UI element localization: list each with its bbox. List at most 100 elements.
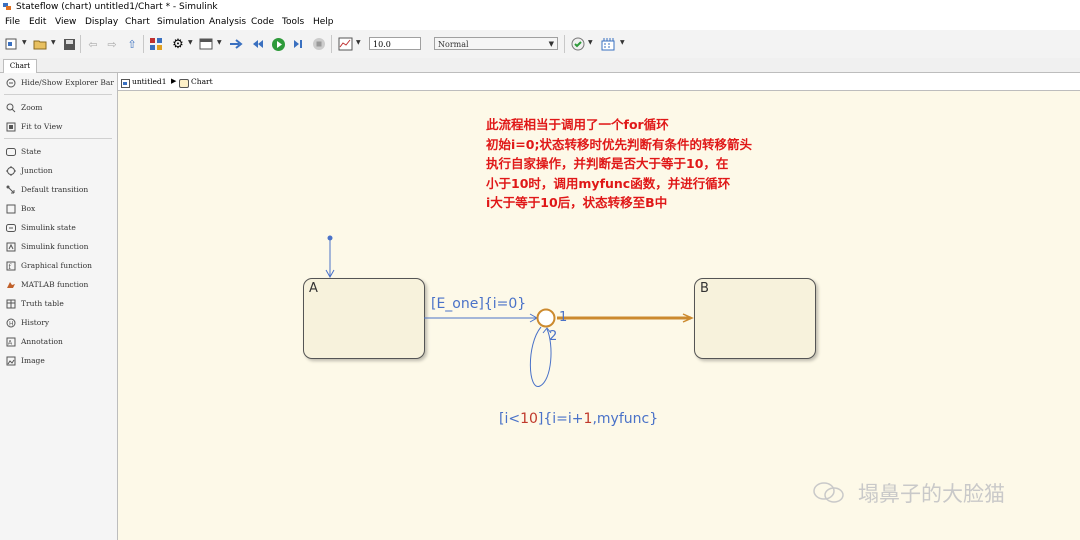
model-advisor-icon[interactable] bbox=[570, 36, 586, 52]
zoom-icon bbox=[6, 103, 16, 113]
watermark: 塌鼻子的大脸猫 bbox=[858, 482, 1005, 506]
data-inspector-icon[interactable] bbox=[337, 36, 353, 52]
model-icon bbox=[121, 77, 130, 94]
palette-item-default-transition[interactable]: Default transition bbox=[6, 183, 88, 197]
stop-icon[interactable] bbox=[311, 36, 327, 52]
chevron-down-icon[interactable]: ▼ bbox=[188, 39, 193, 46]
palette-item-simulink-state[interactable]: Simulink state bbox=[6, 221, 76, 235]
tab-strip: Chart bbox=[0, 58, 1080, 73]
breadcrumb-chart[interactable]: Chart bbox=[191, 77, 213, 86]
fit-to-view-button[interactable]: Fit to View bbox=[6, 120, 62, 134]
palette-item-label: Default transition bbox=[21, 185, 89, 194]
menu-help[interactable]: Help bbox=[313, 17, 334, 27]
palette-item-junction[interactable]: Junction bbox=[6, 164, 53, 178]
simulation-mode-value: Normal bbox=[438, 40, 469, 49]
transition-order-2: 2 bbox=[549, 329, 558, 344]
update-diagram-icon[interactable] bbox=[229, 36, 245, 52]
gear-icon[interactable]: ⚙ bbox=[172, 36, 184, 52]
chevron-down-icon[interactable]: ▼ bbox=[51, 39, 56, 46]
palette-item-matlab-function[interactable]: MATLAB function bbox=[6, 278, 88, 292]
breadcrumb-model[interactable]: untitled1 bbox=[132, 77, 167, 86]
explorer-bar-icon bbox=[6, 78, 16, 88]
menu-simulation[interactable]: Simulation bbox=[157, 17, 205, 27]
chevron-down-icon[interactable]: ▼ bbox=[217, 39, 222, 46]
zoom-label: Zoom bbox=[21, 103, 43, 112]
menu-edit[interactable]: Edit bbox=[29, 17, 47, 27]
junction[interactable] bbox=[536, 308, 556, 328]
graphical-function-icon: f bbox=[6, 261, 16, 271]
chevron-down-icon[interactable]: ▼ bbox=[588, 39, 593, 46]
loop-label-number: 1 bbox=[583, 411, 593, 427]
library-browser-icon[interactable] bbox=[148, 36, 164, 52]
transition-a-to-junction[interactable] bbox=[424, 313, 539, 323]
note-line: 此流程相当于调用了一个for循环 bbox=[486, 117, 669, 132]
toolbar-divider bbox=[331, 35, 332, 53]
chart-canvas[interactable] bbox=[118, 91, 1080, 540]
palette-item-label: Simulink function bbox=[21, 242, 89, 251]
simulation-mode-select[interactable]: Normal▼ bbox=[434, 37, 558, 50]
step-back-icon[interactable] bbox=[250, 36, 266, 52]
svg-text:f: f bbox=[9, 263, 13, 271]
simulink-state-icon bbox=[6, 223, 16, 233]
transition-label-e-one[interactable]: [E_one]{i=0} bbox=[431, 296, 527, 312]
zoom-button[interactable]: Zoom bbox=[6, 101, 42, 115]
annotation-icon: A bbox=[6, 337, 16, 347]
transition-junction-to-b[interactable] bbox=[557, 313, 694, 323]
default-transition-icon bbox=[6, 185, 16, 195]
palette-item-truth-table[interactable]: Truth table bbox=[6, 297, 64, 311]
run-icon[interactable] bbox=[270, 36, 286, 52]
save-icon[interactable] bbox=[61, 36, 77, 52]
forward-arrow-icon[interactable]: ⇨ bbox=[107, 37, 117, 51]
palette-item-annotation[interactable]: A Annotation bbox=[6, 335, 63, 349]
palette-item-image[interactable]: Image bbox=[6, 354, 45, 368]
new-model-icon[interactable] bbox=[3, 36, 19, 52]
object-palette: Hide/Show Explorer Bar Zoom Fit to View … bbox=[0, 73, 118, 540]
chevron-down-icon[interactable]: ▼ bbox=[22, 39, 27, 46]
menu-analysis[interactable]: Analysis bbox=[209, 17, 247, 27]
menu-display[interactable]: Display bbox=[85, 17, 119, 27]
step-forward-icon[interactable] bbox=[290, 36, 306, 52]
build-icon[interactable] bbox=[600, 36, 616, 52]
stop-time-input[interactable]: 10.0 bbox=[369, 37, 421, 50]
transition-loop[interactable] bbox=[529, 326, 552, 387]
svg-text:H: H bbox=[9, 321, 14, 328]
menu-file[interactable]: File bbox=[5, 17, 21, 27]
note-line: 执行自家操作，并判断是否大于等于10，在 bbox=[486, 156, 729, 171]
tab-chart[interactable]: Chart bbox=[3, 59, 37, 73]
palette-item-state[interactable]: State bbox=[6, 145, 41, 159]
palette-item-label: Annotation bbox=[21, 337, 63, 346]
toolbar-divider bbox=[564, 35, 565, 53]
toolbar: ▼ ▼ ⇦ ⇨ ⇧ ⚙ ▼ ▼ ▼ 10.0 Normal▼ ▼ ▼ bbox=[0, 30, 1080, 59]
state-a-label: A bbox=[309, 281, 318, 296]
palette-item-history[interactable]: H History bbox=[6, 316, 49, 330]
back-arrow-icon[interactable]: ⇦ bbox=[88, 37, 98, 51]
truth-table-icon bbox=[6, 299, 16, 309]
chevron-down-icon[interactable]: ▼ bbox=[620, 39, 625, 46]
palette-item-box[interactable]: Box bbox=[6, 202, 35, 216]
up-arrow-icon[interactable]: ⇧ bbox=[127, 37, 137, 51]
model-explorer-icon[interactable] bbox=[198, 36, 214, 52]
state-b[interactable]: B bbox=[694, 278, 816, 359]
annotation-note[interactable]: 此流程相当于调用了一个for循环 初始i=0;状态转移时优先判断有条件的转移箭头… bbox=[486, 115, 826, 213]
transition-label-loop[interactable]: [i<10]{i=i+1,myfunc} bbox=[499, 411, 658, 427]
palette-item-label: History bbox=[21, 318, 50, 327]
chevron-down-icon[interactable]: ▼ bbox=[356, 39, 361, 46]
menu-tools[interactable]: Tools bbox=[282, 17, 305, 27]
transition-order-1: 1 bbox=[559, 310, 568, 325]
open-folder-icon[interactable] bbox=[32, 36, 48, 52]
palette-item-label: State bbox=[21, 147, 42, 156]
palette-item-label: Box bbox=[21, 204, 36, 213]
menu-code[interactable]: Code bbox=[251, 17, 275, 27]
palette-divider bbox=[4, 138, 112, 139]
loop-label-part: [i< bbox=[499, 411, 521, 427]
menu-chart[interactable]: Chart bbox=[125, 17, 150, 27]
note-line: i大于等于10后，状态转移至B中 bbox=[486, 195, 668, 210]
breadcrumb: untitled1 ▶ Chart bbox=[118, 73, 1080, 91]
default-transition[interactable] bbox=[325, 235, 335, 279]
chart-icon bbox=[179, 77, 189, 94]
hide-show-explorer-button[interactable]: Hide/Show Explorer Bar bbox=[6, 76, 114, 90]
palette-item-simulink-function[interactable]: Simulink function bbox=[6, 240, 88, 254]
menu-view[interactable]: View bbox=[55, 17, 77, 27]
